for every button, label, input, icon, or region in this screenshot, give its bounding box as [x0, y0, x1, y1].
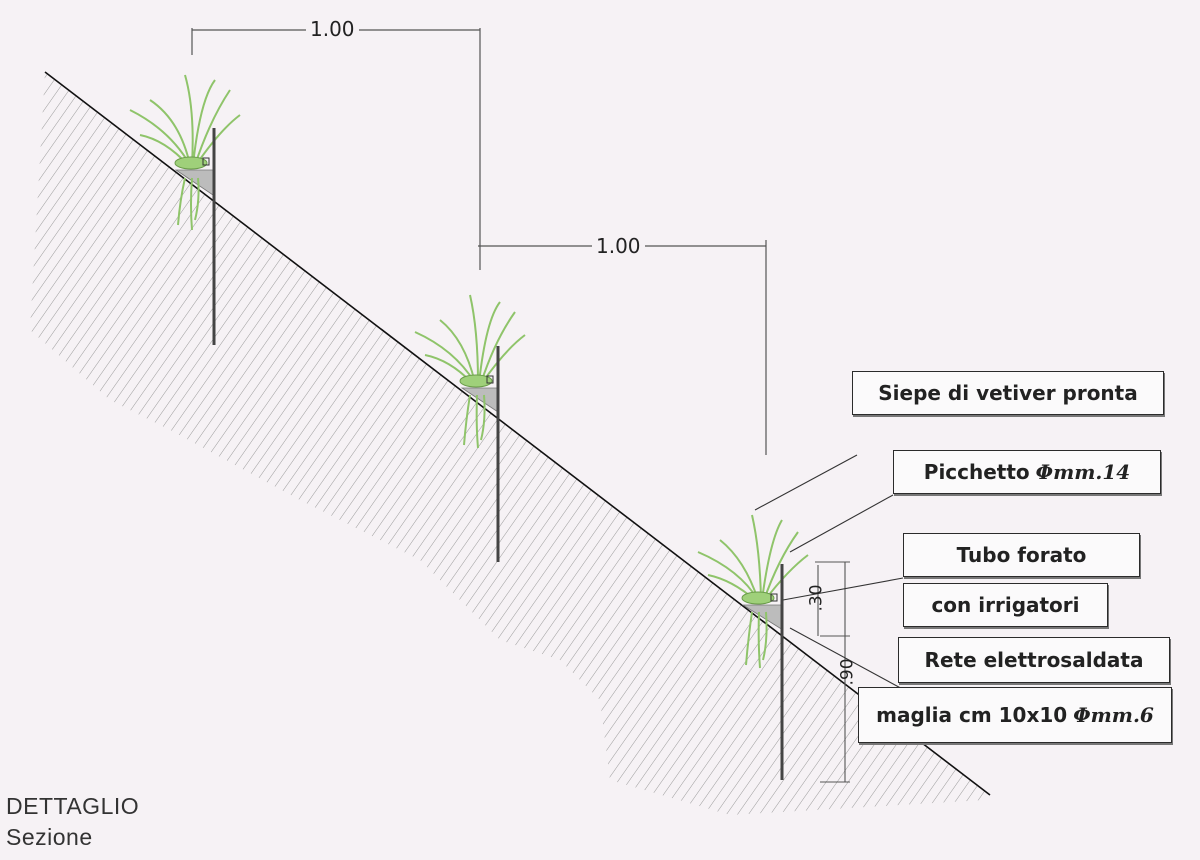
slope-line — [44, 71, 991, 796]
callout-pipe-text-2: con irrigatori — [931, 593, 1080, 617]
callout-mesh-text-2: maglia cm 10x10 — [876, 703, 1068, 727]
callout-mesh-diameter: Φmm.6 — [1073, 703, 1154, 727]
vetiver-plant-2 — [414, 294, 526, 562]
callout-stake-diameter: Φmm.14 — [1035, 460, 1131, 484]
caption-subtitle: Sezione — [6, 824, 93, 850]
vetiver-plant-1 — [129, 74, 241, 345]
callout-stake: Picchetto Φmm.14 — [893, 450, 1161, 494]
callout-pipe-text-1: Tubo forato — [956, 543, 1087, 567]
dimension-label-middle: 1.00 — [592, 234, 645, 258]
callout-mesh-line2: maglia cm 10x10 Φmm.6 — [858, 687, 1172, 743]
callout-pipe-line2: con irrigatori — [903, 583, 1108, 627]
callout-stake-text: Picchetto — [923, 460, 1030, 484]
callout-hedge: Siepe di vetiver pronta — [852, 371, 1164, 415]
callout-mesh-text-1: Rete elettrosaldata — [924, 648, 1144, 672]
dimension-label-top: 1.00 — [306, 17, 359, 41]
callout-hedge-text: Siepe di vetiver pronta — [878, 381, 1138, 405]
callout-mesh-line1: Rete elettrosaldata — [898, 637, 1170, 683]
callout-pipe-line1: Tubo forato — [903, 533, 1140, 577]
soil-section — [30, 72, 990, 815]
vetiver-plant-3 — [697, 514, 809, 780]
caption-title: DETTAGLIO — [6, 793, 140, 819]
dimension-depth — [815, 561, 850, 783]
dimension-label-embed-depth: .30 — [806, 584, 827, 612]
dimension-label-stake-depth: .90 — [837, 658, 858, 686]
leader-lines — [754, 454, 909, 693]
dimension-middle — [478, 240, 767, 455]
